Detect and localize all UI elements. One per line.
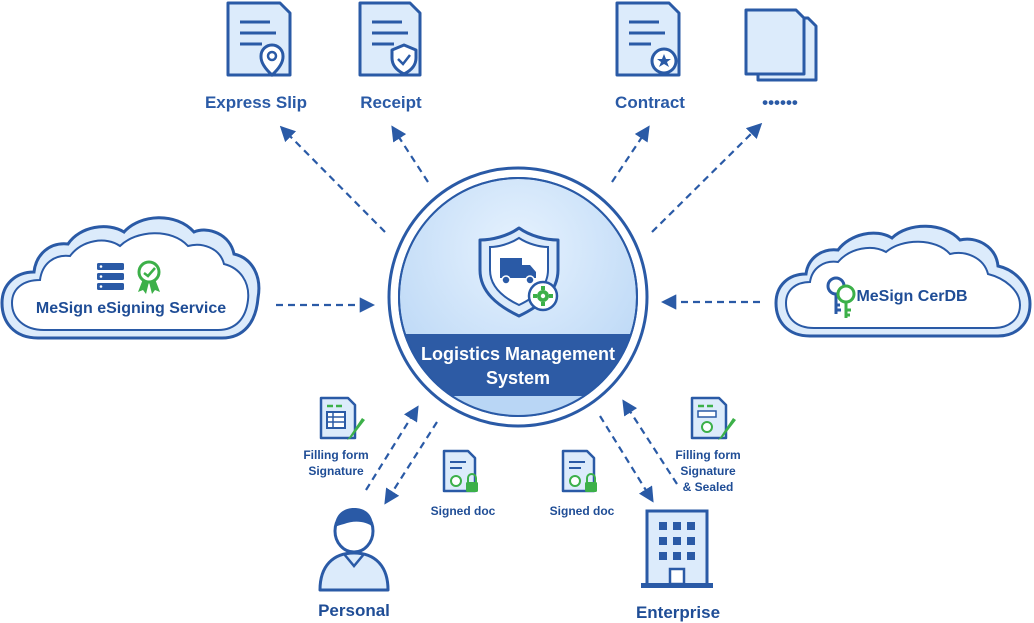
contract-label: Contract [615, 93, 685, 112]
form-pen-icon [319, 396, 365, 440]
core-title-line2: System [486, 368, 550, 388]
key-pair-icon [826, 276, 856, 318]
form-seal-pen-icon [690, 396, 736, 440]
document-receipt: Receipt [358, 1, 422, 112]
core-system: Logistics Management System [387, 166, 649, 428]
personal-out-label: Signed doc [431, 504, 496, 518]
office-building-icon [641, 509, 713, 588]
arrow-to-more-docs [651, 122, 763, 233]
express-slip-label: Express Slip [205, 93, 307, 112]
personal-in-line2: Signature [308, 464, 364, 478]
enterprise-in-line2: Signature [680, 464, 736, 478]
person-icon [318, 508, 390, 592]
more-documents-icon [744, 8, 818, 82]
shield-truck-gear-icon [478, 226, 560, 318]
arrow-to-contract [611, 125, 650, 183]
core-title-line1: Logistics Management [421, 344, 615, 364]
flow-enterprise-in: Filling form Signature & Sealed [675, 396, 741, 494]
esign-cloud-inner [10, 232, 250, 331]
flow-personal-out: Signed doc [431, 449, 496, 518]
enterprise-in-line3: & Sealed [683, 480, 734, 494]
award-badge-icon [137, 260, 161, 294]
actor-enterprise: Enterprise [636, 509, 720, 622]
receipt-label: Receipt [360, 93, 422, 112]
arrow-core-to-enterprise [599, 415, 654, 503]
signed-doc-lock-icon [442, 449, 478, 493]
signed-doc-lock-icon [561, 449, 597, 493]
esign-cloud: MeSign eSigning Service [0, 216, 261, 340]
arrow-enterprise-to-core [622, 399, 678, 485]
flow-personal-in: Filling form Signature [303, 396, 369, 478]
actor-personal: Personal [318, 508, 390, 620]
receipt-doc-check-icon [358, 1, 422, 77]
arrow-to-express-slip [279, 125, 386, 233]
document-contract: Contract [615, 1, 685, 112]
server-icon [97, 263, 124, 290]
enterprise-out-label: Signed doc [550, 504, 615, 518]
arrow-personal-to-core [365, 405, 419, 491]
document-more: •••••• [744, 8, 818, 112]
arrows [276, 122, 763, 505]
enterprise-label: Enterprise [636, 603, 720, 622]
arrow-core-to-personal [384, 421, 438, 505]
contract-doc-seal-icon [615, 1, 681, 77]
cerdb-cloud-label: MeSign CerDB [856, 288, 967, 305]
flow-enterprise-out: Signed doc [550, 449, 615, 518]
express-slip-doc-pin-icon [226, 1, 292, 78]
cerdb-cloud: MeSign CerDB [774, 224, 1032, 338]
more-docs-label: •••••• [762, 93, 798, 112]
document-express-slip: Express Slip [205, 1, 307, 112]
esign-cloud-label: MeSign eSigning Service [36, 300, 226, 317]
arrow-to-receipt [391, 125, 429, 183]
personal-in-line1: Filling form [303, 448, 368, 462]
personal-label: Personal [318, 601, 390, 620]
enterprise-in-line1: Filling form [675, 448, 740, 462]
